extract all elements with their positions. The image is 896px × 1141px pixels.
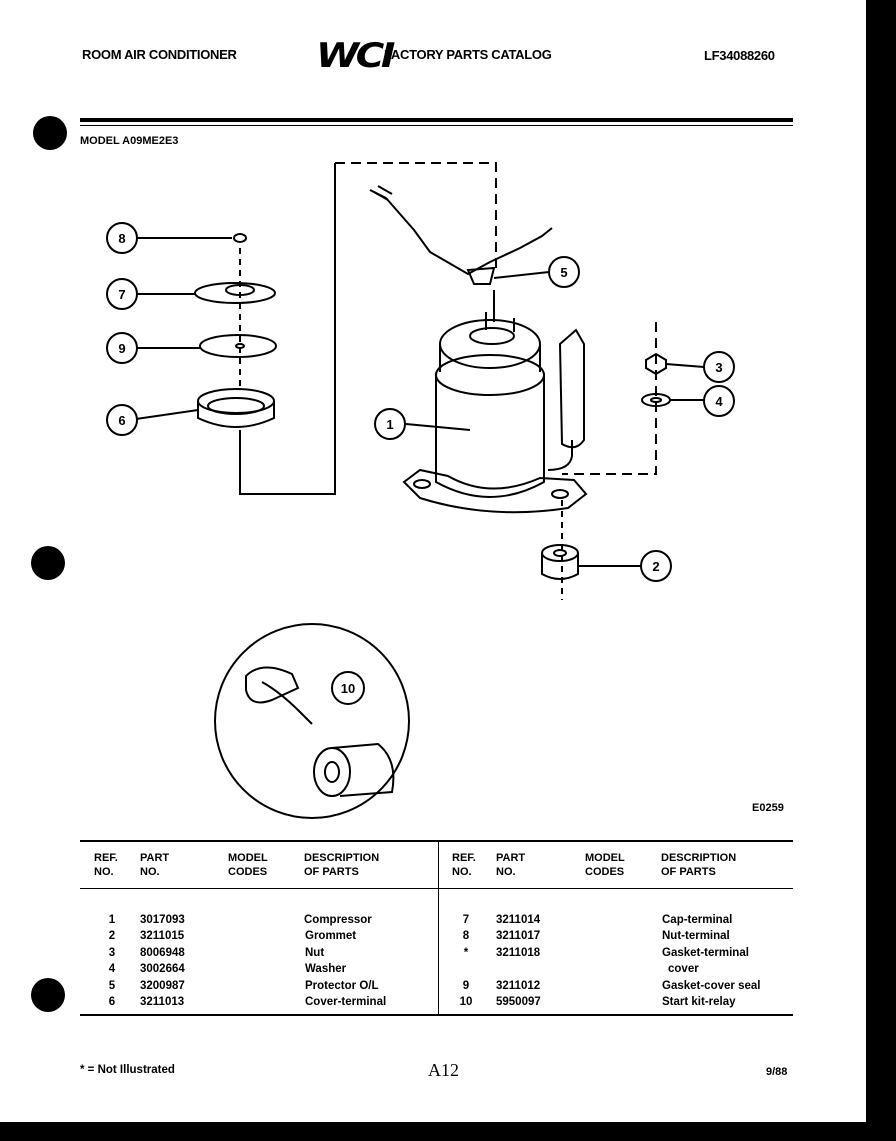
binder-hole-bottom (31, 978, 65, 1012)
ref-no: 7 (462, 914, 470, 926)
svg-text:4: 4 (715, 394, 723, 409)
callout-9: 9 (106, 332, 138, 364)
grommet-shape (541, 544, 579, 562)
nut-shape (645, 352, 667, 376)
page-edge-bottom (0, 1122, 896, 1141)
exploded-parts-diagram: 1 2 3 4 5 6 7 8 9 10 (106, 162, 735, 819)
part-description: Gasket-cover seal (662, 980, 761, 992)
header-catalog-number: LF34088260 (704, 48, 775, 63)
callout-3: 3 (703, 351, 735, 383)
overload-protector-shape (466, 266, 496, 285)
header-catalog-title: FACTORY PARTS CATALOG (384, 47, 552, 62)
protector-wires (369, 189, 553, 276)
diagram-code: E0259 (752, 802, 784, 814)
leader-cover-stack (239, 163, 336, 495)
svg-text:7: 7 (118, 287, 125, 302)
ref-no: 4 (108, 963, 116, 975)
compressor-base-plate (402, 468, 588, 514)
header-rule-thin (80, 125, 793, 126)
ref-no: * (463, 947, 469, 959)
callout-1: 1 (374, 408, 406, 440)
part-description: Nut-terminal (662, 930, 730, 942)
part-no: 3002664 (140, 963, 185, 975)
part-description: Protector O/L (305, 980, 379, 992)
part-description: Gasket-terminal (662, 947, 749, 959)
ref-no: 2 (108, 930, 116, 942)
part-no: 8006948 (140, 947, 185, 959)
svg-text:1: 1 (386, 417, 393, 432)
ref-no: 1 (108, 914, 116, 926)
ref-no: 10 (459, 996, 473, 1008)
header-ref: REF.NO. (452, 852, 476, 878)
part-description: Cap-terminal (662, 914, 733, 926)
header-left-title: ROOM AIR CONDITIONER (82, 47, 237, 62)
nut-terminal-shape (233, 233, 247, 243)
part-no: 3211014 (496, 914, 541, 926)
wci-logo: WCI (316, 36, 395, 76)
callout-8: 8 (106, 222, 138, 254)
ref-no: 3 (108, 947, 116, 959)
ref-no: 5 (108, 980, 116, 992)
callout-7: 7 (106, 278, 138, 310)
gasket-cover-seal-shape (199, 334, 277, 358)
relay-clip-shape (245, 666, 300, 704)
part-description-continued: cover (668, 963, 699, 975)
page-edge-right (866, 0, 896, 1141)
svg-text:10: 10 (341, 681, 355, 696)
svg-text:3: 3 (715, 360, 722, 375)
relay-capacitor-end (313, 747, 351, 797)
header-ref: REF.NO. (94, 852, 118, 878)
part-no: 3200987 (140, 980, 185, 992)
part-description: Start kit-relay (662, 996, 736, 1008)
svg-text:2: 2 (652, 559, 659, 574)
leader-dashed-top (335, 162, 497, 270)
part-description: Nut (305, 947, 325, 959)
accumulator-shape (558, 328, 585, 449)
page-number: A12 (428, 1060, 459, 1080)
binder-hole-middle (31, 546, 65, 580)
svg-text:8: 8 (118, 231, 125, 246)
table-column-divider (438, 842, 439, 1016)
callout-6: 6 (106, 404, 138, 436)
ref-no: 9 (462, 980, 470, 992)
part-description: Cover-terminal (305, 996, 387, 1008)
table-rule-bottom (80, 1014, 793, 1016)
model-label: MODEL A09ME2E3 (80, 135, 179, 147)
compressor-body (435, 375, 545, 498)
header-rule (80, 118, 793, 122)
svg-text:9: 9 (118, 341, 125, 356)
part-no: 5950097 (496, 996, 541, 1008)
revision-date: 9/88 (766, 1066, 788, 1078)
part-no: 3211015 (140, 930, 185, 942)
svg-text:5: 5 (560, 265, 567, 280)
table-rule-header (80, 888, 793, 889)
part-description: Grommet (305, 930, 357, 942)
callout-5: 5 (548, 256, 580, 288)
part-no: 3017093 (140, 914, 185, 926)
part-no: 3211012 (496, 980, 541, 992)
svg-text:6: 6 (118, 413, 125, 428)
ref-no: 8 (462, 930, 470, 942)
start-kit-detail-circle (214, 623, 410, 819)
footnote-not-illustrated: * = Not Illustrated (80, 1064, 175, 1076)
binder-hole-top (33, 116, 67, 150)
table-rule-top (80, 840, 793, 842)
ref-no: 6 (108, 996, 116, 1008)
callout-2: 2 (640, 550, 672, 582)
callout-10: 10 (331, 671, 365, 705)
leader-axis-right (562, 322, 657, 475)
part-no: 3211017 (496, 930, 541, 942)
part-no: 3211018 (496, 947, 541, 959)
part-description: Washer (305, 963, 347, 975)
callout-4: 4 (703, 385, 735, 417)
part-description: Compressor (304, 914, 372, 926)
part-no: 3211013 (140, 996, 185, 1008)
